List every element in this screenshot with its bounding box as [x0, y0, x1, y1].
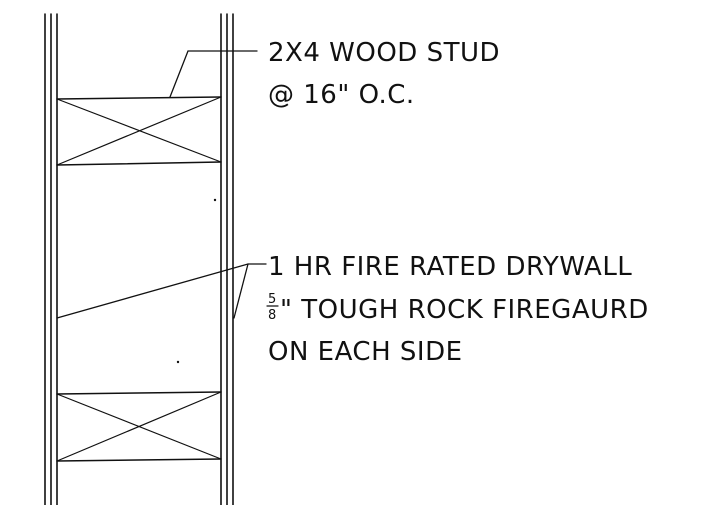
upper-stud-block	[56, 96, 222, 166]
stud-leader-line	[169, 50, 258, 98]
drywall-leader-lines	[56, 263, 267, 319]
speck-dot	[176, 360, 180, 364]
drywall-note-line-3: ON EACH SIDE	[268, 337, 463, 367]
fraction-five-eighths: 5 8	[266, 292, 279, 323]
stud-note-line-2: @ 16" O.C.	[268, 80, 415, 110]
stud-note-line-1: 2X4 WOOD STUD	[268, 38, 500, 68]
lower-stud-block	[56, 391, 222, 462]
fraction-numerator: 5	[268, 292, 276, 307]
left-drywall-layer	[44, 13, 52, 505]
speck-dot	[213, 198, 217, 202]
stud-face-lines	[56, 13, 222, 505]
fraction-denominator: 8	[268, 308, 276, 323]
right-drywall-layer	[226, 13, 234, 505]
drywall-note-line-2: " TOUGH ROCK FIREGAURD	[280, 295, 649, 325]
drywall-note-line-1: 1 HR FIRE RATED DRYWALL	[268, 252, 632, 282]
